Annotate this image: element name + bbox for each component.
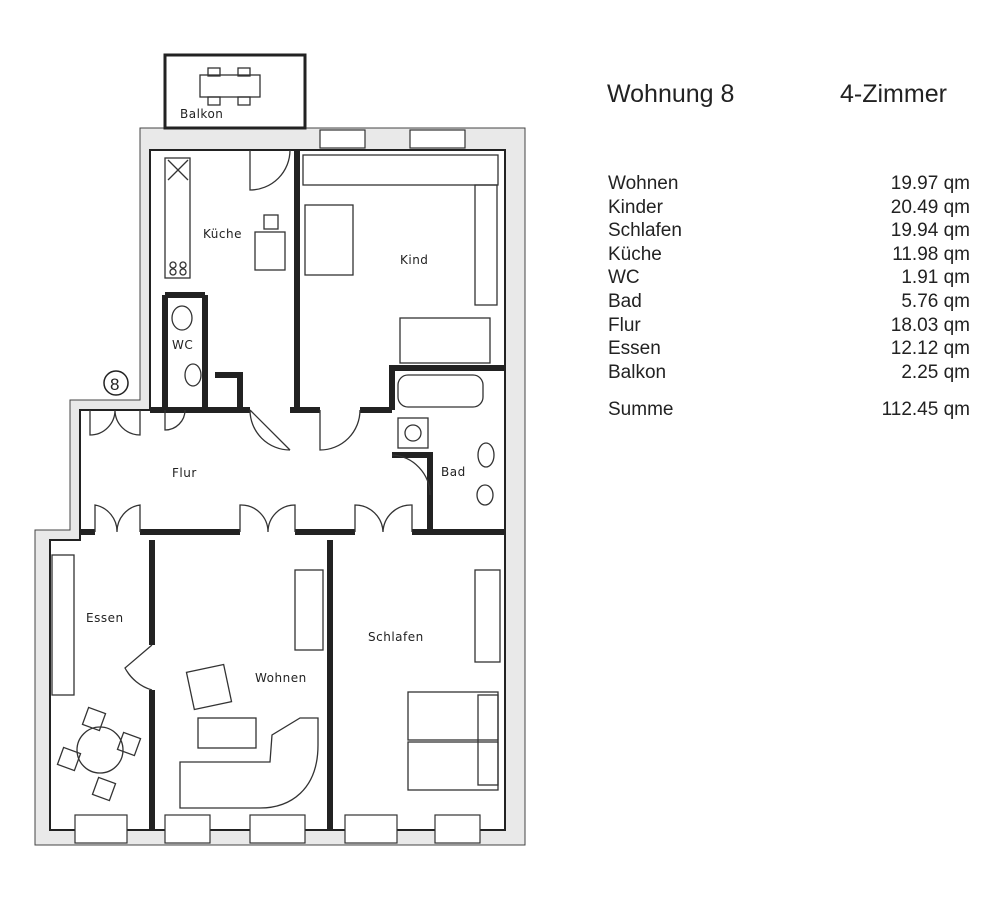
room-name: Schlafen [608,220,682,242]
apartment-title: Wohnung 8 [607,80,735,108]
area-row: Essen 12.12 qm [608,337,970,361]
room-label-essen: Essen [86,611,124,625]
room-name: WC [608,267,640,289]
total-area: 112.45 qm [881,399,970,421]
room-label-flur: Flur [172,466,197,480]
room-area: 2.25 qm [901,361,970,383]
total-label: Summe [608,399,674,421]
unit-number: 8 [110,375,119,394]
windows [74,129,481,844]
area-row: Flur 18.03 qm [608,314,970,338]
furniture [51,154,501,809]
room-label-wc: WC [172,338,193,352]
room-area: 18.03 qm [890,314,970,336]
room-label-bad: Bad [441,465,466,479]
total-row: Summe 112.45 qm [608,398,970,422]
room-area: 12.12 qm [890,338,970,360]
room-label-balkon: Balkon [180,107,223,121]
room-name: Wohnen [608,173,679,194]
area-row: Küche 11.98 qm [608,243,970,267]
room-name: Kinder [608,196,663,218]
area-table: Wohnen 19.97 qm Kinder 20.49 qm Schlafen 19… [608,172,970,422]
apartment-type: 4-Zimmer [840,80,947,108]
room-name: Küche [608,243,662,265]
area-row: Wohnen 19.97 qm [608,172,970,196]
balcony: Balkon [163,53,307,130]
area-row: WC 1.91 qm [608,266,970,290]
room-label-wohnen: Wohnen [255,671,307,685]
doors [89,149,431,691]
room-name: Bad [608,290,642,312]
floor-plan: Balkon [34,53,526,846]
area-row: Bad 5.76 qm [608,290,970,314]
area-row: Schlafen 19.94 qm [608,219,970,243]
unit-number-marker: 8 [103,370,129,396]
room-label-kueche: Küche [203,227,242,241]
room-area: 19.94 qm [890,220,970,242]
room-label-schlafen: Schlafen [368,630,424,644]
room-name: Balkon [608,361,667,383]
room-area: 20.49 qm [890,196,970,218]
outer-walls [34,127,526,846]
room-area: 5.76 qm [901,290,970,312]
room-name: Flur [608,314,641,336]
room-area: 19.97 qm [890,173,970,194]
room-area: 11.98 qm [892,243,970,265]
area-row: Balkon 2.25 qm [608,361,970,385]
room-label-kind: Kind [400,253,428,267]
area-row: Kinder 20.49 qm [608,196,970,220]
room-area: 1.91 qm [901,267,970,289]
room-name: Essen [608,338,661,360]
interior-walls [80,150,505,830]
